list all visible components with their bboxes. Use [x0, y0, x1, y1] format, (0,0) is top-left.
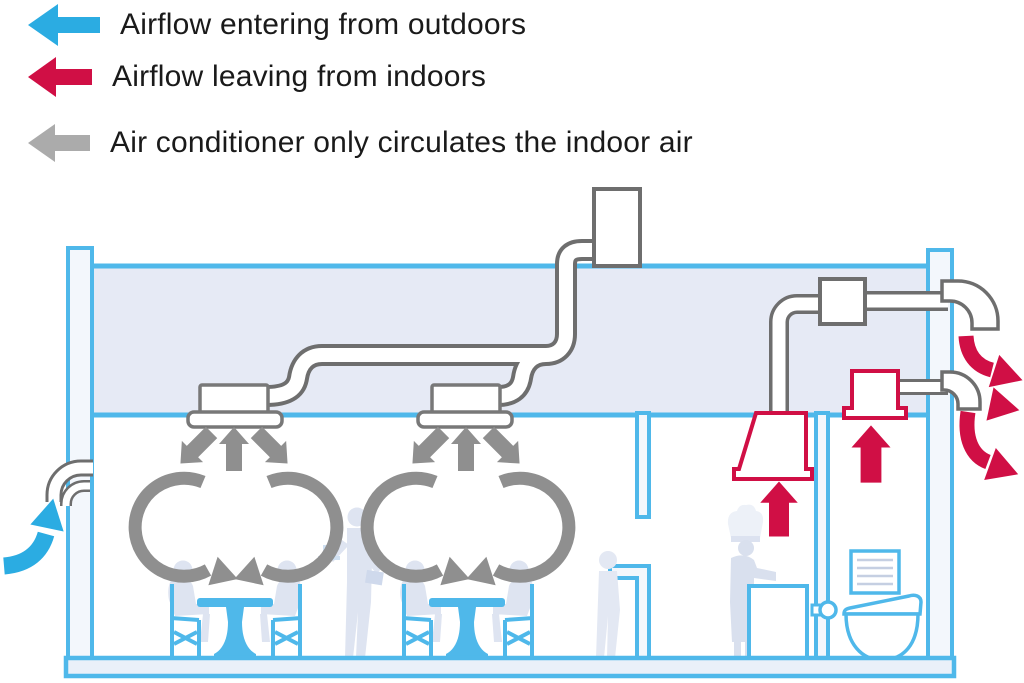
- legend-item-circulate: Air conditioner only circulates the indo…: [28, 124, 693, 162]
- chef-hat: [727, 504, 764, 538]
- supply-left-arrow-icon: [401, 421, 455, 475]
- floor: [63, 655, 957, 679]
- exhaust-curve-lower: [959, 410, 992, 470]
- legend-label-inflow: Airflow entering from outdoors: [120, 8, 527, 41]
- legend-label-outflow: Airflow leaving from indoors: [112, 60, 487, 93]
- outdoor-intake-arrow: [2, 495, 70, 575]
- toilet-exhaust-vent: [842, 369, 908, 420]
- ac-supply-arrows-2: [401, 421, 531, 475]
- outdoor-exhaust-arrows: [958, 335, 1024, 491]
- hood-up-arrow-icon: [760, 481, 798, 537]
- duct-interiors: [48, 243, 948, 506]
- toilet-room-wall: [814, 411, 830, 664]
- intake-curve: [2, 531, 55, 575]
- exhaust-outlet-cowl-upper: [940, 279, 1000, 331]
- circulation-arc-icon: [360, 471, 444, 583]
- right-wall: [926, 248, 954, 664]
- partition-wall-upper: [635, 411, 651, 519]
- kitchen-range-hood: [732, 411, 814, 481]
- exhaust-fan-box: [818, 277, 867, 326]
- toilet-bowl: [844, 612, 920, 662]
- toilet-up-arrow-icon: [851, 425, 891, 483]
- legend-item-inflow: Airflow entering from outdoors: [28, 4, 526, 46]
- left-wall: [66, 246, 94, 664]
- toilet-lid: [842, 593, 923, 616]
- supply-left-arrow-icon: [169, 421, 223, 475]
- towel-dispenser-lines: [857, 558, 893, 586]
- gray-left-arrow-shape: [28, 124, 90, 162]
- circulation-arc-icon: [492, 471, 576, 583]
- exhaust-arrowhead-mid-icon: [986, 387, 1023, 427]
- exhaust-outlet-cowl-lower: [940, 370, 982, 411]
- supply-right-arrow-icon: [477, 421, 531, 475]
- waiter-silhouette: [318, 507, 384, 658]
- ac-unit-2: [416, 383, 514, 429]
- toilet-room: [810, 549, 923, 662]
- red-left-arrow-shape: [28, 57, 92, 97]
- legend-label-circulate: Air conditioner only circulates the indo…: [110, 126, 693, 159]
- exhaust-arrowhead-lower-icon: [984, 448, 1024, 491]
- circulation-arc-icon: [260, 471, 344, 583]
- standing-guest-silhouette: [596, 551, 620, 658]
- blue-left-arrow-icon: [28, 4, 100, 46]
- circulation-arc-icon: [128, 471, 212, 583]
- ac-unit-2-flange: [416, 410, 514, 429]
- towel-dispenser: [849, 549, 901, 595]
- chef-silhouette: [727, 504, 776, 659]
- gray-left-arrow-icon: [28, 124, 90, 162]
- kitchen-counter: [747, 584, 809, 662]
- return-up-arrow-icon: [451, 427, 481, 471]
- ac-supply-arrows-1: [169, 421, 299, 475]
- legend-item-outflow: Airflow leaving from indoors: [28, 57, 486, 97]
- rooftop-ventilation-unit: [592, 187, 642, 268]
- supply-right-arrow-icon: [245, 421, 299, 475]
- ac-unit-1-flange: [186, 410, 284, 429]
- ac-unit-1: [186, 383, 284, 429]
- door-handle: [818, 600, 838, 620]
- red-left-arrow-icon: [28, 57, 92, 97]
- circulation-arcs: [128, 471, 576, 583]
- blue-left-arrow-shape: [28, 4, 100, 46]
- exhaust-curve-upper: [958, 335, 995, 378]
- return-up-arrow-icon: [219, 427, 249, 471]
